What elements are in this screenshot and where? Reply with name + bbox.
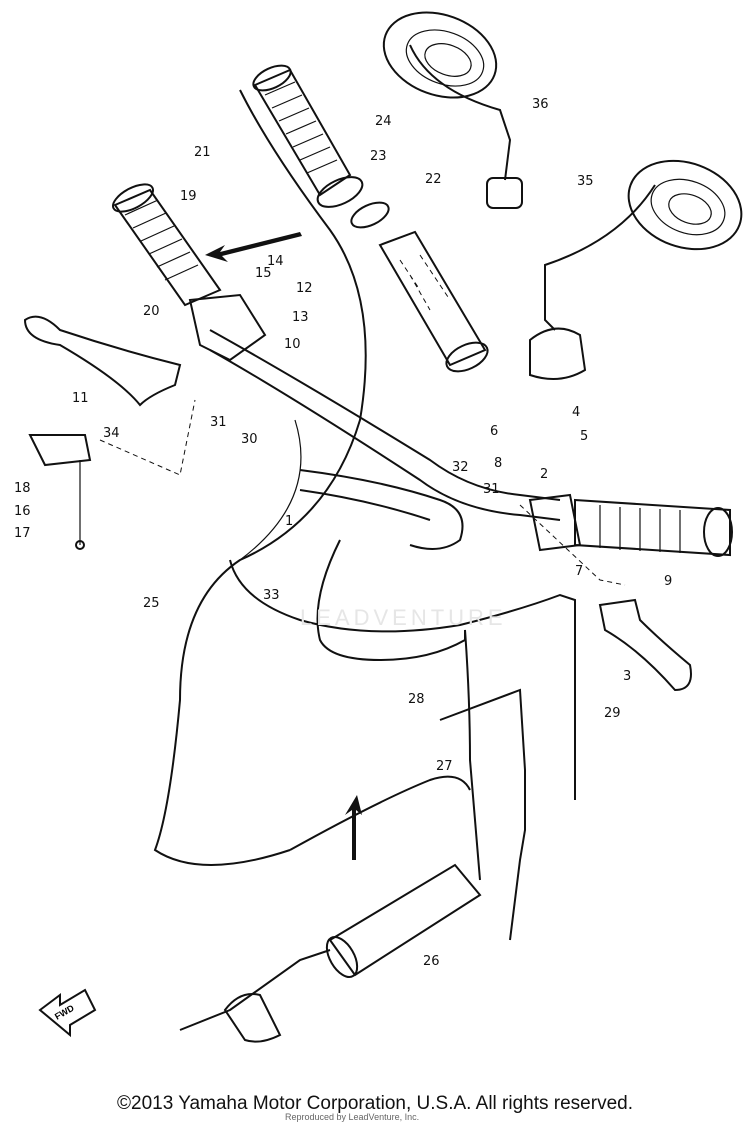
label-19: 19 <box>180 189 197 204</box>
throttle-tube-26 <box>223 863 482 1043</box>
label-36: 36 <box>532 97 549 112</box>
label-31b: 31 <box>483 482 500 497</box>
grip-right <box>528 493 733 557</box>
fwd-text: FWD <box>53 1003 76 1022</box>
part-labels: 1 2 3 4 5 6 7 8 9 10 11 12 13 14 15 16 1… <box>14 97 672 969</box>
label-25: 25 <box>143 596 160 611</box>
label-18: 18 <box>14 481 31 496</box>
label-29: 29 <box>604 706 621 721</box>
sleeve-22 <box>378 230 489 373</box>
label-20: 20 <box>143 304 160 319</box>
label-12: 12 <box>296 281 313 296</box>
label-6: 6 <box>490 424 498 439</box>
label-2: 2 <box>540 467 548 482</box>
label-28: 28 <box>408 692 425 707</box>
cables <box>153 89 576 1031</box>
label-30: 30 <box>241 432 258 447</box>
mirror-right <box>529 159 743 380</box>
mirror-left <box>382 11 523 209</box>
label-14: 14 <box>267 254 284 269</box>
label-27: 27 <box>436 759 453 774</box>
label-4: 4 <box>572 405 580 420</box>
handlebar-1 <box>209 329 561 550</box>
label-35: 35 <box>577 174 594 189</box>
label-31a: 31 <box>210 415 227 430</box>
label-7: 7 <box>575 564 583 579</box>
label-15: 15 <box>255 266 272 281</box>
watermark: LEADVENTURE <box>300 605 507 630</box>
label-32: 32 <box>452 460 469 475</box>
label-10: 10 <box>284 337 301 352</box>
label-11: 11 <box>72 391 89 406</box>
label-9: 9 <box>664 574 672 589</box>
label-23: 23 <box>370 149 387 164</box>
label-26: 26 <box>423 954 440 969</box>
arrow-left <box>205 232 302 262</box>
grip-left <box>112 183 222 307</box>
label-21: 21 <box>194 145 211 160</box>
label-22: 22 <box>425 172 442 187</box>
label-8: 8 <box>494 456 502 471</box>
fwd-badge: FWD <box>38 988 97 1038</box>
lever-holder-10 <box>188 293 267 362</box>
label-17: 17 <box>14 526 31 541</box>
arrow-up <box>345 795 362 860</box>
switch-34 <box>28 434 92 550</box>
label-13: 13 <box>292 310 309 325</box>
copyright-text: ©2013 Yamaha Motor Corporation, U.S.A. A… <box>117 1093 633 1114</box>
label-33: 33 <box>263 588 280 603</box>
fine-print: Reproduced by LeadVenture, Inc. <box>285 1112 420 1122</box>
label-1: 1 <box>285 514 293 529</box>
lever-11 <box>23 315 182 407</box>
label-16: 16 <box>14 504 31 519</box>
grip-24 <box>252 64 364 208</box>
lever-3 <box>598 598 692 692</box>
washer-23 <box>350 201 390 229</box>
label-3: 3 <box>623 669 631 684</box>
label-5: 5 <box>580 429 588 444</box>
label-24: 24 <box>375 114 392 129</box>
label-34: 34 <box>103 426 120 441</box>
